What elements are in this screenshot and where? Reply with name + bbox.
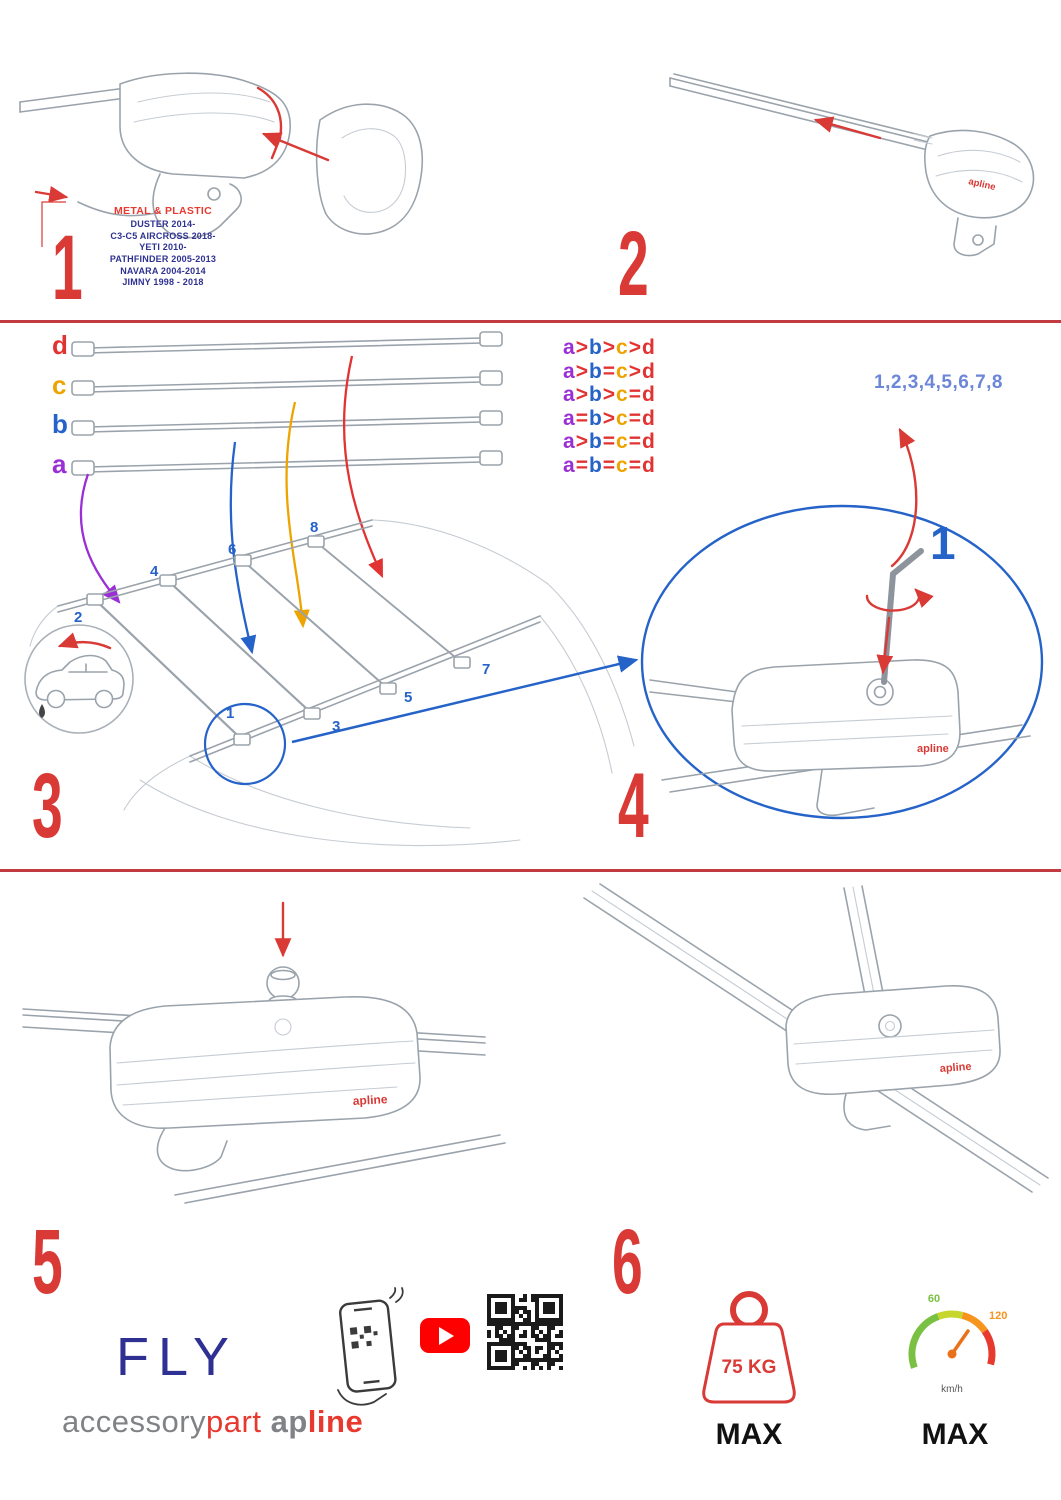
tighten-down-arrow xyxy=(876,616,894,675)
bar-c xyxy=(71,370,503,396)
section-divider xyxy=(0,320,1061,323)
crossbar-end-diagram: apline xyxy=(669,73,1035,257)
front-direction-arrow xyxy=(57,632,112,650)
brand-text-part: accessory xyxy=(62,1404,207,1439)
comparison-line: a=b=c=d xyxy=(563,453,656,477)
step-number-4: 4 xyxy=(618,755,649,857)
mounted-foot-diagram: apline xyxy=(583,883,1049,1193)
brand-text-part: part xyxy=(206,1404,262,1439)
vehicle-item: DUSTER 2014- xyxy=(130,219,196,229)
speed-unit-label: km/h xyxy=(941,1384,963,1395)
comparison-line: a>b>c>d xyxy=(563,336,656,359)
foot-logo-text: apline xyxy=(939,1061,972,1075)
material-note: METAL & PLASTIC DUSTER 2014-C3-C5 AIRCRO… xyxy=(88,205,238,289)
curve-c xyxy=(285,401,310,629)
weight-max-label: MAX xyxy=(715,1418,783,1451)
comparison-line: a=b>c=d xyxy=(563,406,656,430)
step-number-5: 5 xyxy=(32,1211,63,1313)
speed-high-label: 120 xyxy=(989,1310,1007,1322)
vehicle-item: JIMNY 1998 - 2018 xyxy=(122,277,204,288)
position-1: 1 xyxy=(226,705,234,722)
leader-line xyxy=(41,201,66,247)
bar-a xyxy=(71,450,503,476)
brand-subtitle: accessorypart apline xyxy=(62,1406,363,1437)
vehicle-list: DUSTER 2014-C3-C5 AIRCROSS 2018-YETI 201… xyxy=(88,219,238,289)
position-1-circle xyxy=(203,702,287,786)
position-4: 4 xyxy=(150,563,159,580)
step-number-3: 3 xyxy=(32,755,63,857)
comparison-line: a>b=c>d xyxy=(563,359,656,383)
vehicle-item: C3-C5 AIRCROSS 2018- xyxy=(110,230,216,241)
vehicle-item: PATHFINDER 2005-2013 xyxy=(109,254,217,265)
speed-max-label: MAX xyxy=(921,1418,989,1451)
brand-text-part xyxy=(261,1404,270,1439)
speed-low-label: 60 xyxy=(928,1293,940,1305)
sequence-arrow xyxy=(890,427,918,568)
cover-insert-arrow xyxy=(261,132,330,162)
curve-d xyxy=(342,355,384,579)
callout-number: 1 xyxy=(930,517,956,569)
position-5: 5 xyxy=(404,689,412,706)
brand-text-part: line xyxy=(307,1404,364,1439)
needle xyxy=(950,1329,970,1356)
section-divider xyxy=(0,869,1061,872)
material-title: METAL & PLASTIC xyxy=(113,205,213,217)
tighten-sequence: 1,2,3,4,5,6,7,8 xyxy=(874,372,1003,393)
vehicle-item: YETI 2010- xyxy=(139,242,187,253)
scan-phone-icon xyxy=(337,1287,404,1406)
comparison-line: a>b>c=d xyxy=(563,383,656,406)
bar-label-d: d xyxy=(52,330,68,360)
lever-arrow xyxy=(34,185,69,203)
bar-label-a: a xyxy=(52,448,67,479)
roof-diagram: 2 4 6 8 1 3 5 7 xyxy=(29,519,635,847)
weight-value: 75 KG xyxy=(722,1357,777,1378)
bar-label-b: b xyxy=(52,409,68,439)
step-number-6: 6 xyxy=(612,1211,643,1313)
position-7: 7 xyxy=(482,661,490,678)
slide-out-arrow xyxy=(813,116,882,140)
speed-limit-icon: 60 120 km/h xyxy=(908,1293,1007,1395)
foot-logo-text: apline xyxy=(352,1092,388,1108)
play-icon xyxy=(439,1326,454,1345)
bar-label-c: c xyxy=(52,369,67,400)
position-2: 2 xyxy=(74,609,82,626)
curve-b xyxy=(229,441,257,655)
car-direction-inset xyxy=(24,624,134,734)
step-number-2: 2 xyxy=(618,213,649,315)
youtube-icon xyxy=(420,1318,470,1353)
bar-d xyxy=(71,331,503,357)
brand-text-part: ap xyxy=(270,1404,308,1439)
step-number-1: 1 xyxy=(52,217,83,319)
brand-name: FLY xyxy=(116,1327,239,1387)
weight-limit-icon: 75 KG xyxy=(702,1291,796,1404)
position-3: 3 xyxy=(332,718,340,735)
bar-b xyxy=(71,410,503,436)
crossbar-stack xyxy=(71,331,503,476)
comparison-line: a>b=c=d xyxy=(563,430,656,453)
position-6: 6 xyxy=(228,541,236,558)
vehicle-item: NAVARA 2004-2014 xyxy=(120,265,206,276)
zoom-connector xyxy=(291,655,639,744)
foot-and-cover-diagram xyxy=(19,72,424,247)
position-8: 8 xyxy=(310,519,318,536)
magnified-foot-diagram: apline xyxy=(640,504,1044,820)
foot-logo-text: apline xyxy=(917,743,949,755)
knob-install-diagram: apline xyxy=(22,901,506,1204)
qr-code xyxy=(487,1294,563,1370)
drop-icon xyxy=(39,704,45,718)
rotate-arrow xyxy=(865,588,934,612)
